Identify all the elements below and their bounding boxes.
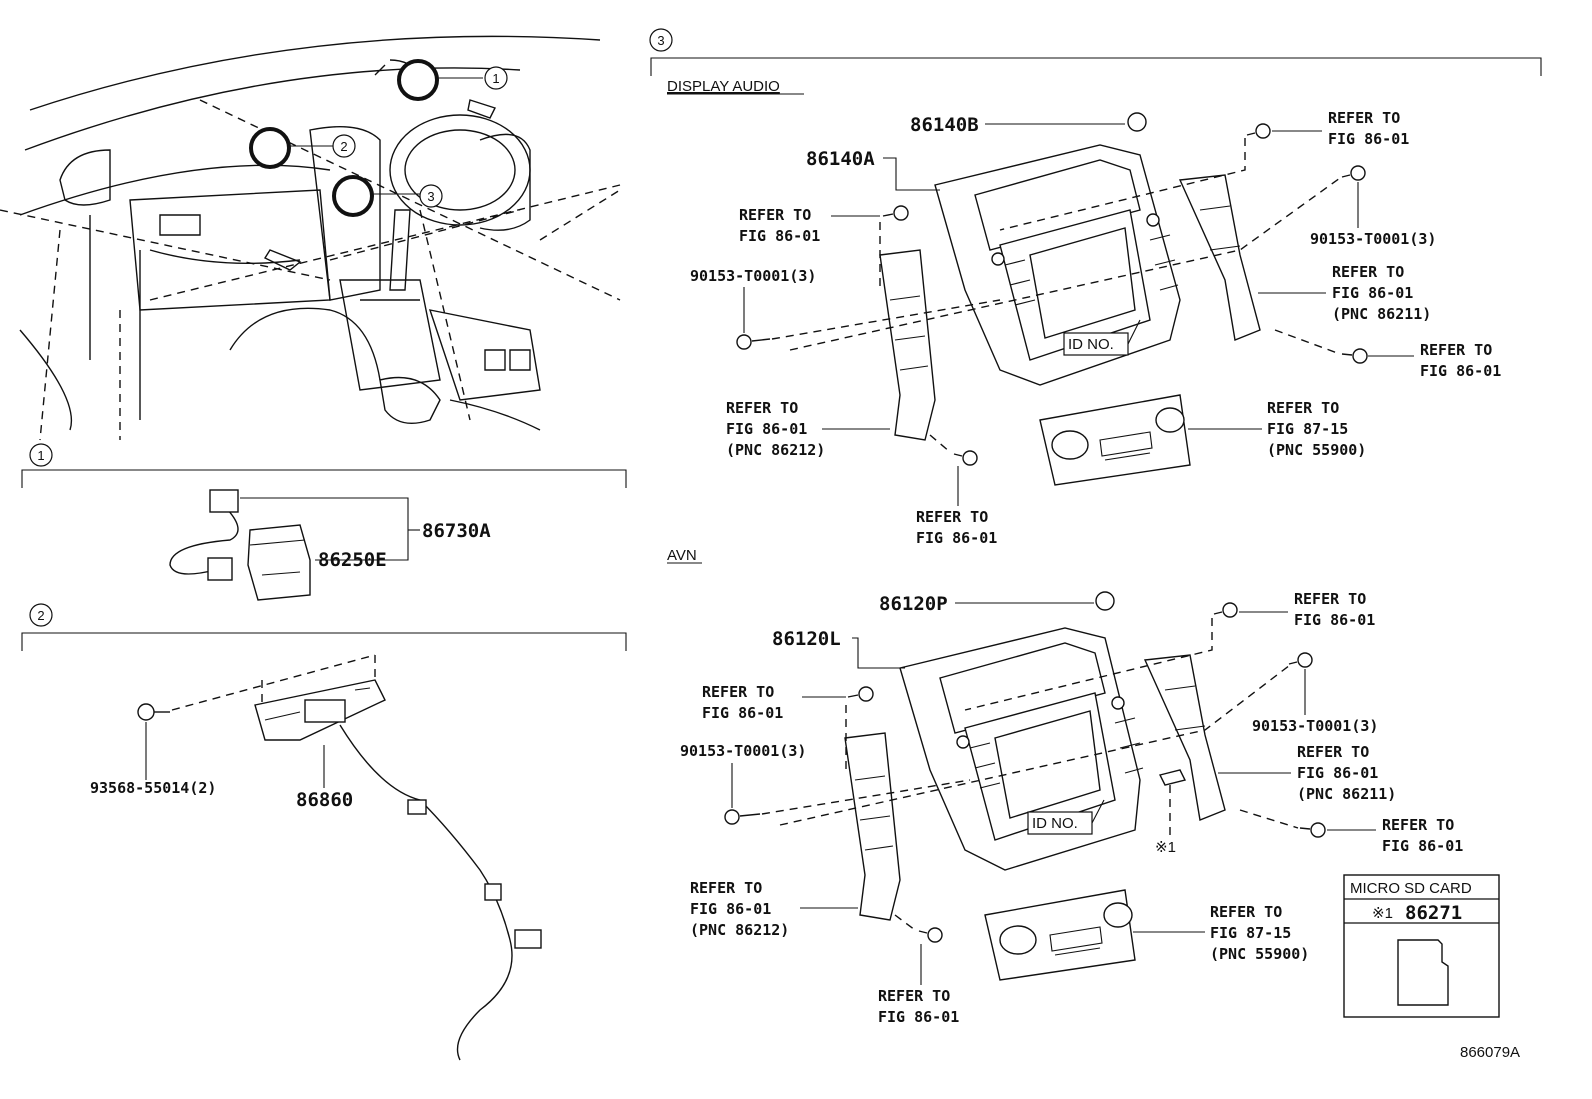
da-refer-r1-line1: REFER TO bbox=[1332, 263, 1404, 281]
da-refer-r1-line3: (PNC 86211) bbox=[1332, 305, 1431, 323]
da-refer-climate-line2: FIG 87-15 bbox=[1267, 420, 1348, 438]
da-refer-bottom-line2: FIG 86-01 bbox=[916, 529, 997, 547]
avn-refer-tl-line2: FIG 86-01 bbox=[702, 704, 783, 722]
da-refer-r2-line1: REFER TO bbox=[1420, 341, 1492, 359]
section-2-marker: 2 bbox=[37, 608, 44, 623]
avn-refer-r2-line2: FIG 86-01 bbox=[1382, 837, 1463, 855]
avn-refer-l2-line2: FIG 86-01 bbox=[690, 900, 771, 918]
micro-sd-card-box: MICRO SD CARD ※1 86271 bbox=[1343, 874, 1500, 1018]
overview-callout-2: 2 bbox=[340, 139, 347, 154]
part-86860: 86860 bbox=[296, 789, 353, 811]
micro-sd-card-icon bbox=[1397, 939, 1449, 1006]
avn-refer-tr-line1: REFER TO bbox=[1294, 590, 1366, 608]
dashboard-overview-illustration: 1 2 3 bbox=[0, 35, 621, 441]
da-refer-climate-line3: (PNC 55900) bbox=[1267, 441, 1366, 459]
da-refer-tr-line2: FIG 86-01 bbox=[1328, 130, 1409, 148]
part-86120L: 86120L bbox=[772, 628, 841, 650]
avn-refer-r1-line1: REFER TO bbox=[1297, 743, 1369, 761]
avn-screw-label-right: 90153-T0001(3) bbox=[1252, 717, 1378, 735]
avn-id-no: ID NO. bbox=[1032, 815, 1078, 832]
da-refer-l2-line1: REFER TO bbox=[726, 399, 798, 417]
diagram-code: 866079A bbox=[1460, 1044, 1520, 1061]
part-86140B: 86140B bbox=[910, 114, 979, 136]
da-refer-l2-line2: FIG 86-01 bbox=[726, 420, 807, 438]
section-1: 1 86730A 86250E bbox=[21, 443, 627, 601]
avn-refer-climate-line1: REFER TO bbox=[1210, 903, 1282, 921]
da-refer-r2-line2: FIG 86-01 bbox=[1420, 362, 1501, 380]
da-screw-label-right: 90153-T0001(3) bbox=[1310, 230, 1436, 248]
avn-refer-l2-line3: (PNC 86212) bbox=[690, 921, 789, 939]
section-2: 2 93568-55014(2) 86860 bbox=[21, 603, 627, 1061]
avn-refer-tl-line1: REFER TO bbox=[702, 683, 774, 701]
sd-card-part: 86271 bbox=[1405, 902, 1462, 924]
overview-callout-3: 3 bbox=[427, 189, 434, 204]
da-refer-r1-line2: FIG 86-01 bbox=[1332, 284, 1413, 302]
avn-heading: AVN bbox=[667, 547, 697, 564]
part-93568-55014: 93568-55014(2) bbox=[90, 779, 216, 797]
part-86250E: 86250E bbox=[318, 549, 387, 571]
part-86120P: 86120P bbox=[879, 593, 948, 615]
section-3: 3 bbox=[649, 28, 1542, 76]
avn-refer-tr-line2: FIG 86-01 bbox=[1294, 611, 1375, 629]
sd-card-title: MICRO SD CARD bbox=[1350, 880, 1472, 897]
display-audio-id-no: ID NO. bbox=[1068, 336, 1114, 353]
sd-card-marker: ※1 bbox=[1372, 905, 1393, 922]
da-refer-tr-line1: REFER TO bbox=[1328, 109, 1400, 127]
avn-refer-r1-line2: FIG 86-01 bbox=[1297, 764, 1378, 782]
da-refer-climate-line1: REFER TO bbox=[1267, 399, 1339, 417]
section-3-marker: 3 bbox=[657, 33, 664, 48]
da-refer-bottom-line1: REFER TO bbox=[916, 508, 988, 526]
section-1-marker: 1 bbox=[37, 448, 44, 463]
da-refer-l2-line3: (PNC 86212) bbox=[726, 441, 825, 459]
avn-refer-climate-line2: FIG 87-15 bbox=[1210, 924, 1291, 942]
avn-refer-climate-line3: (PNC 55900) bbox=[1210, 945, 1309, 963]
avn-refer-bottom-line2: FIG 86-01 bbox=[878, 1008, 959, 1026]
da-screw-label-left: 90153-T0001(3) bbox=[690, 267, 816, 285]
part-86140A: 86140A bbox=[806, 148, 875, 170]
da-refer-tl-line1: REFER TO bbox=[739, 206, 811, 224]
display-audio-heading: DISPLAY AUDIO bbox=[667, 78, 780, 95]
avn-sd-marker: ※1 bbox=[1155, 839, 1176, 856]
avn-refer-bottom-line1: REFER TO bbox=[878, 987, 950, 1005]
da-refer-tl-line2: FIG 86-01 bbox=[739, 227, 820, 245]
avn-refer-r2-line1: REFER TO bbox=[1382, 816, 1454, 834]
avn-group: AVN bbox=[667, 547, 1463, 1026]
avn-refer-r1-line3: (PNC 86211) bbox=[1297, 785, 1396, 803]
avn-refer-l2-line1: REFER TO bbox=[690, 879, 762, 897]
part-86730A: 86730A bbox=[422, 520, 491, 542]
overview-callout-1: 1 bbox=[492, 71, 499, 86]
display-audio-group: DISPLAY AUDIO bbox=[667, 78, 1501, 547]
avn-screw-label-left: 90153-T0001(3) bbox=[680, 742, 806, 760]
